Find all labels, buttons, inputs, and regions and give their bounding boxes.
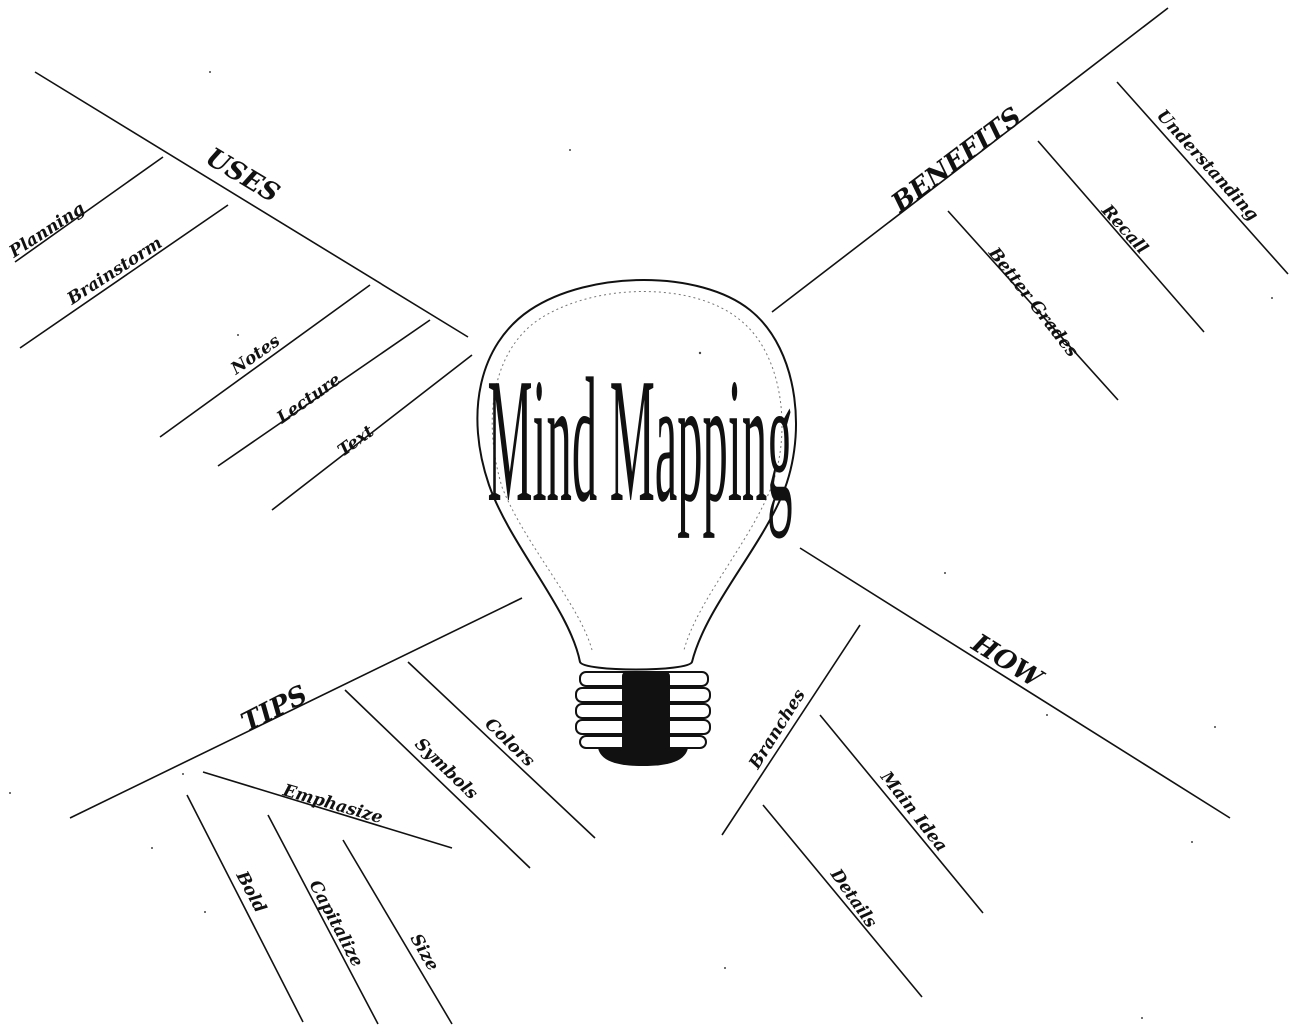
speck <box>9 792 11 794</box>
sub-label: Symbols <box>411 734 482 804</box>
sub-label: Recall <box>1097 200 1153 259</box>
light-bulb: Mind Mapping <box>477 280 796 766</box>
sub-label: Lecture <box>273 370 345 429</box>
sub-label: Emphasize <box>280 780 385 828</box>
sub-label: Branches <box>745 686 810 774</box>
speck <box>569 149 571 151</box>
branch-label: HOW <box>965 628 1049 696</box>
sub-label: Details <box>825 865 881 932</box>
speck <box>237 334 239 336</box>
branch-label: TIPS <box>237 680 313 738</box>
speck <box>1046 714 1048 716</box>
speck <box>1271 297 1273 299</box>
speck <box>209 71 211 73</box>
branch-line <box>35 72 468 337</box>
sub-line <box>722 625 860 835</box>
sub-line <box>345 690 530 868</box>
sub-line <box>187 795 303 1022</box>
branch-benefits: BENEFITS Understanding Recall Better Gra… <box>772 8 1288 400</box>
speck <box>944 572 946 574</box>
sub-label: Size <box>406 931 443 975</box>
bulb-base-shadow <box>622 672 670 752</box>
sub-line <box>160 285 370 437</box>
speck <box>182 773 184 775</box>
speck <box>699 352 701 354</box>
branch-how: HOW Branches Main Idea Details <box>722 548 1230 997</box>
bulb-contact <box>598 748 688 766</box>
center-title: Mind Mapping <box>488 341 793 539</box>
sub-label: Brainstorm <box>63 233 166 310</box>
sub-label: Text <box>334 422 378 461</box>
sub-label: Main Idea <box>875 767 951 856</box>
speck <box>724 967 726 969</box>
sub-label: Notes <box>227 331 285 380</box>
sub-label: Understanding <box>1152 106 1262 225</box>
speck <box>204 911 206 913</box>
branch-uses: USES Planning Brainstorm Notes Lecture T… <box>5 72 472 510</box>
sub-label: Capitalize <box>305 877 367 971</box>
speck <box>1214 726 1216 728</box>
speck <box>151 847 153 849</box>
sub-line <box>763 805 922 997</box>
sub-label: Planning <box>5 199 89 263</box>
sub-label: Colors <box>481 714 539 771</box>
sub-line <box>343 840 452 1024</box>
bulb-base <box>576 672 710 766</box>
sub-label: Better Grades <box>983 243 1082 362</box>
speck <box>1191 841 1193 843</box>
speck <box>1141 1017 1143 1019</box>
branch-label: BENEFITS <box>885 102 1027 219</box>
branch-tips: TIPS Emphasize Symbols Colors Bold Capit… <box>70 598 595 1024</box>
